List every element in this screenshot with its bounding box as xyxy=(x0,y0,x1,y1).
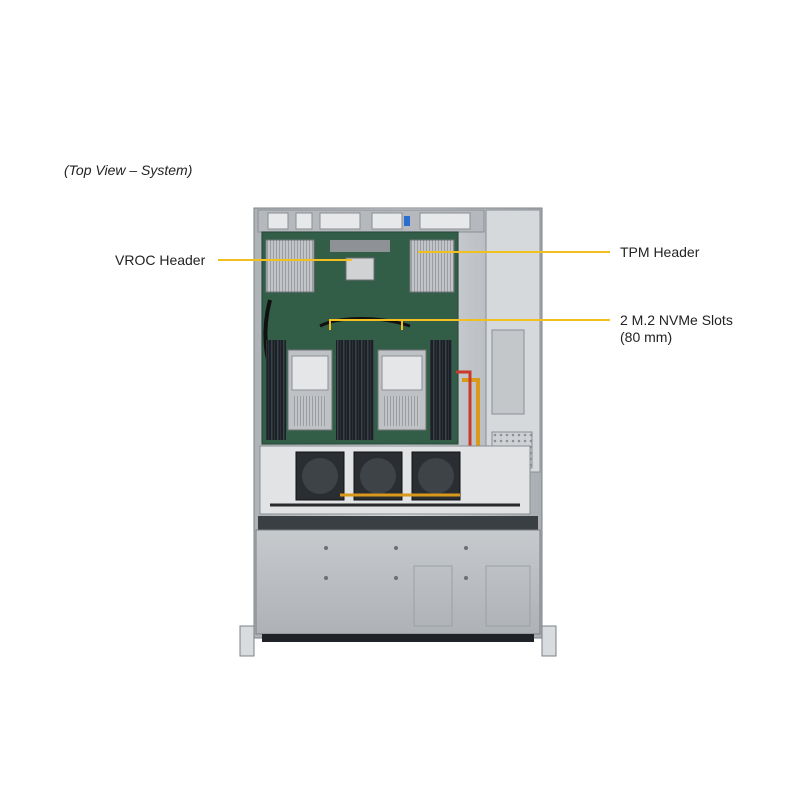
power-supply-bay xyxy=(456,209,541,473)
callout-lines xyxy=(218,251,610,330)
front-drive-cage xyxy=(239,529,557,657)
diagram-caption: (Top View – System) xyxy=(64,162,193,178)
m2-nvme-label-line1: 2 M.2 NVMe Slots xyxy=(620,312,733,328)
dimm-banks xyxy=(266,340,452,440)
m2-nvme-label: 2 M.2 NVMe Slots (80 mm) xyxy=(620,312,733,346)
cpu-heatsinks xyxy=(287,349,427,431)
vroc-header-label: VROC Header xyxy=(115,252,206,268)
tpm-header-label: TPM Header xyxy=(620,244,700,260)
drive-backplane xyxy=(258,516,538,530)
m2-nvme-label-line2: (80 mm) xyxy=(620,329,673,345)
fan-bracket xyxy=(259,445,531,515)
m2-leader-bracket xyxy=(329,319,403,330)
